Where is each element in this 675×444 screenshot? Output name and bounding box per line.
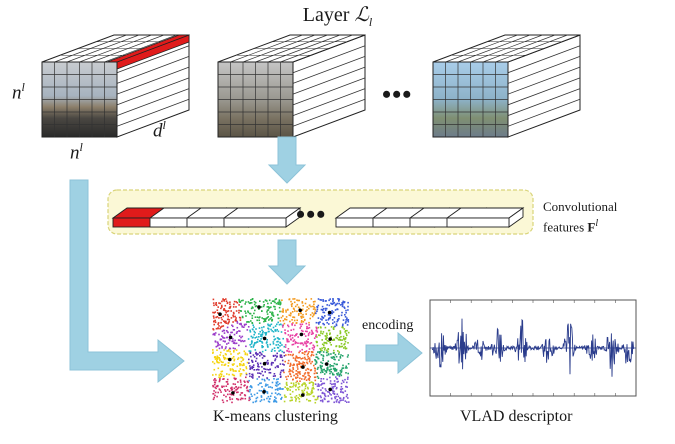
encoding-arrow-icon	[365, 331, 423, 375]
feature-cube	[432, 34, 581, 138]
cluster-centroid	[262, 336, 267, 341]
cluster-centroid	[301, 365, 305, 369]
cube-ellipsis: •••	[382, 80, 413, 109]
cluster-centroid	[228, 335, 233, 340]
height-label: nl	[12, 80, 25, 104]
cluster-centroid	[228, 357, 232, 362]
features-symbol: F	[587, 219, 596, 235]
layer-symbol: ℒ	[354, 2, 369, 26]
cluster-centroid	[257, 305, 261, 309]
vlad-plot	[429, 299, 637, 397]
cluster-centroid	[262, 390, 266, 394]
depth-label: dl	[153, 118, 166, 142]
clustering-caption: K-means clustering	[213, 408, 338, 425]
n-superscript: l	[21, 80, 25, 94]
feature-vectors	[111, 207, 525, 228]
features-text: features	[543, 219, 588, 235]
down-arrow-icon	[267, 136, 307, 184]
feature-vector	[222, 207, 302, 228]
cluster-centroid	[262, 361, 267, 366]
feature-cube	[217, 34, 366, 138]
cluster-centroid	[328, 387, 333, 392]
features-label-line2: features Fl	[543, 215, 617, 235]
skip-arrow-icon	[69, 179, 185, 384]
n-symbol: n	[12, 82, 22, 104]
feature-cube	[41, 34, 190, 138]
cluster-centroid	[324, 362, 329, 366]
cluster-centroid	[299, 332, 304, 337]
width-label: nl	[70, 140, 83, 164]
features-superscript: l	[595, 218, 599, 229]
features-label-line1: Convolutional	[543, 199, 618, 214]
cluster-centroid	[301, 393, 305, 397]
cluster-centroid	[231, 391, 235, 395]
feature-vector	[445, 207, 525, 228]
cluster-points	[212, 298, 350, 404]
kmeans-cluster-plot	[212, 298, 350, 404]
vector-ellipsis: •••	[296, 200, 327, 229]
layer-title-text: Layer	[302, 4, 355, 26]
features-label: Convolutional features Fl	[543, 198, 617, 235]
cluster-centroid	[218, 312, 222, 317]
feature-map-cubes	[41, 34, 581, 138]
encoding-label: encoding	[362, 318, 414, 333]
down-arrow-icon	[267, 239, 307, 285]
cluster-centroid	[327, 310, 332, 315]
layer-subscript: l	[368, 15, 373, 29]
cluster-centroid	[298, 308, 303, 313]
d-superscript: l	[162, 118, 166, 132]
n-symbol: n	[70, 142, 80, 164]
n-superscript: l	[79, 140, 83, 154]
cluster-centroid	[328, 337, 333, 341]
d-symbol: d	[153, 120, 163, 142]
descriptor-caption: VLAD descriptor	[460, 408, 573, 425]
layer-title: Layer ℒl	[0, 2, 675, 30]
